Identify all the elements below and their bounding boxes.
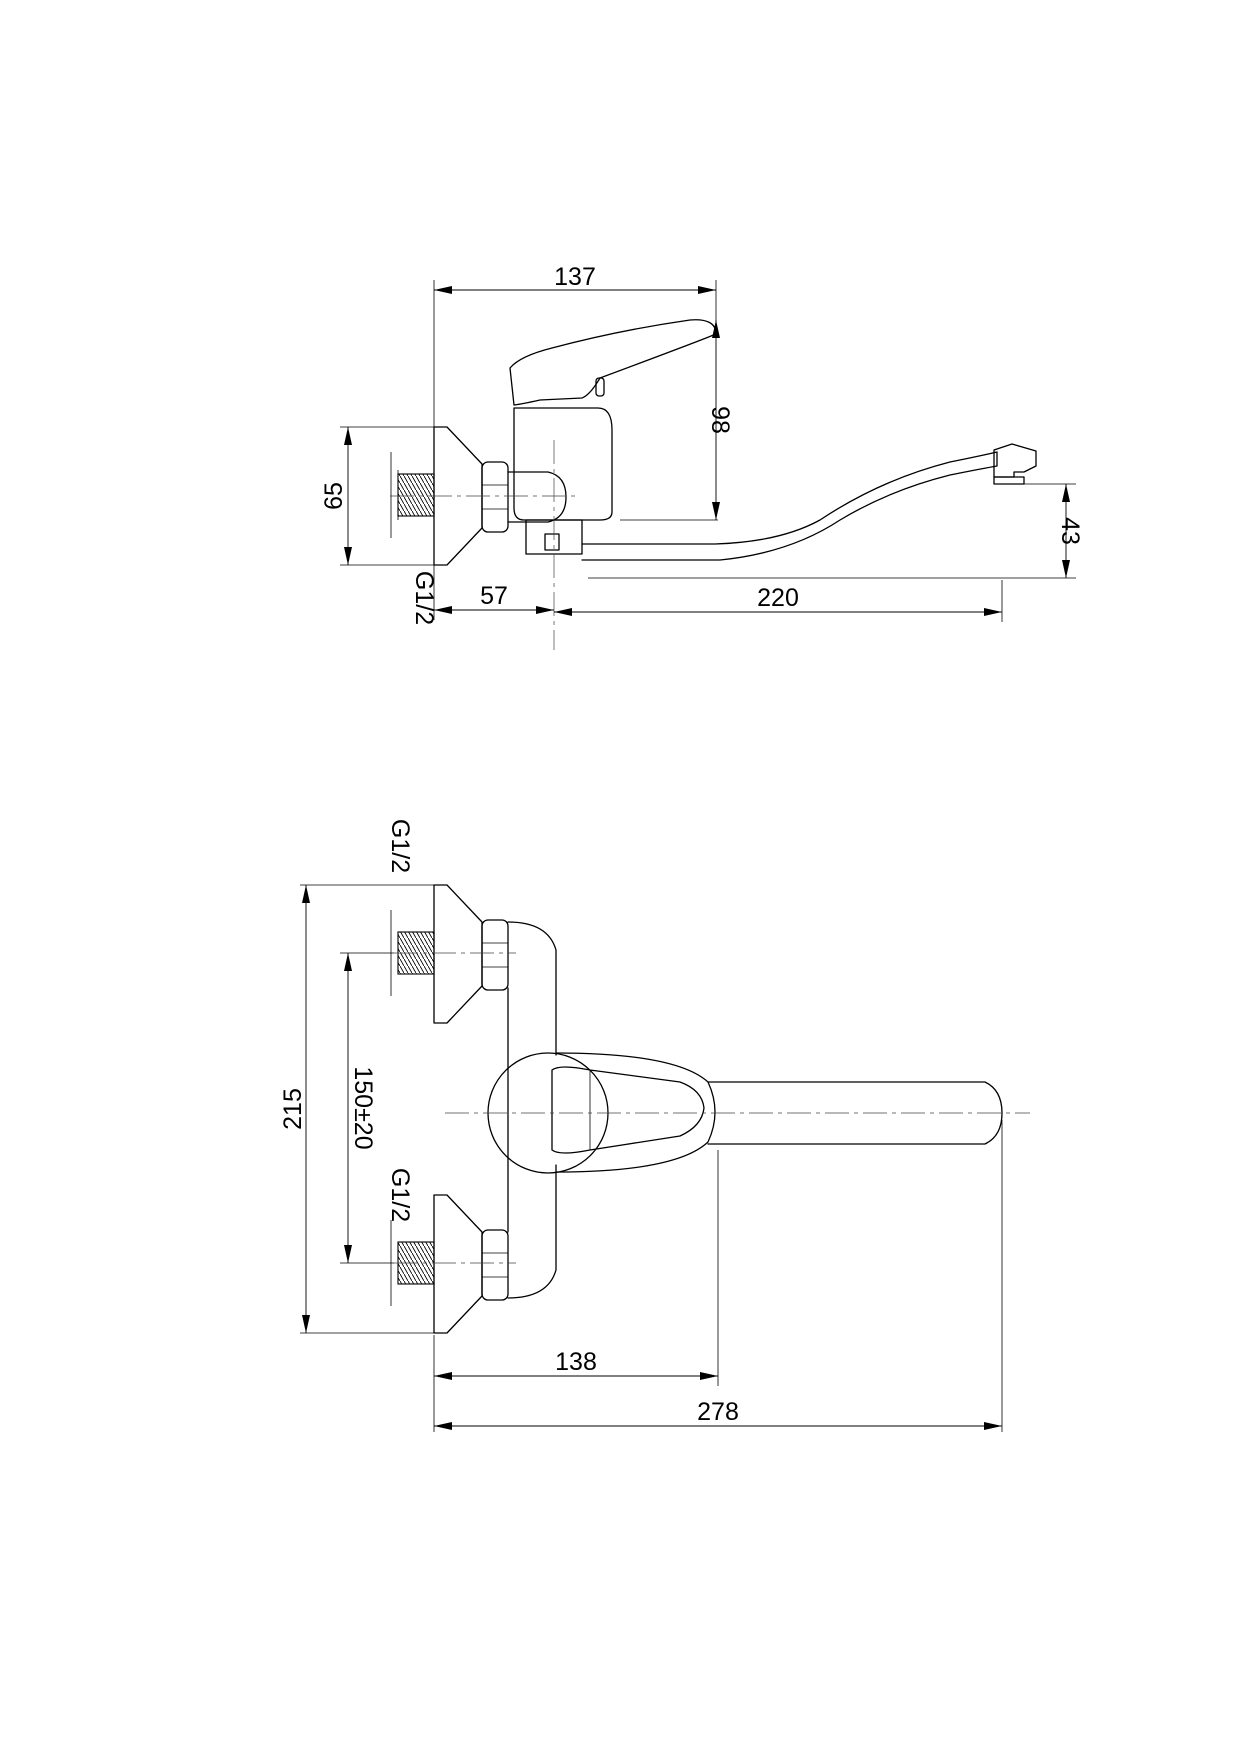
dim-98: 98 xyxy=(706,320,734,520)
dim-220: 220 xyxy=(554,584,1002,616)
side-lever-button xyxy=(595,377,605,397)
side-spout xyxy=(581,451,998,561)
top-view: 215 150±20 G1/2 G1/2 138 278 xyxy=(279,819,1030,1432)
side-threaded-connector xyxy=(390,452,435,538)
top-thread-label-upper: G1/2 xyxy=(386,819,414,873)
dim-150: 150±20 xyxy=(344,953,377,1263)
dim-65: 65 xyxy=(320,427,352,565)
top-lever xyxy=(555,1052,716,1173)
dim-215: 215 xyxy=(279,885,310,1333)
top-thread-label-lower: G1/2 xyxy=(386,1168,414,1222)
dim-65-label: 65 xyxy=(320,482,348,510)
dim-138-label: 138 xyxy=(555,1348,597,1376)
top-body xyxy=(507,921,557,1299)
dim-138: 138 xyxy=(434,1348,718,1380)
side-arm xyxy=(507,471,567,523)
dim-137-label: 137 xyxy=(554,263,596,291)
dim-220-label: 220 xyxy=(757,584,799,612)
top-spout xyxy=(707,1081,1003,1145)
dim-278-label: 278 xyxy=(697,1398,739,1426)
dim-43: 43 xyxy=(1056,484,1084,578)
dim-215-label: 215 xyxy=(279,1088,307,1130)
dim-43-label: 43 xyxy=(1056,517,1084,545)
dim-278: 278 xyxy=(434,1398,1002,1430)
side-lever-handle xyxy=(509,319,717,406)
top-upper-connector xyxy=(390,884,509,1024)
side-aerator xyxy=(993,443,1037,478)
dim-57: 57 xyxy=(434,582,554,614)
top-lever-opening xyxy=(551,1066,705,1154)
dim-150-label: 150±20 xyxy=(349,1066,377,1149)
side-view: 137 98 65 G1/2 57 xyxy=(320,263,1084,650)
side-hex-nut xyxy=(481,461,509,533)
dim-57-label: 57 xyxy=(480,582,508,610)
side-body xyxy=(513,407,613,521)
side-thread-label: G1/2 xyxy=(410,571,438,625)
dim-137: 137 xyxy=(434,263,716,294)
side-aerator-tip xyxy=(993,476,1025,485)
dim-98-label: 98 xyxy=(706,406,734,434)
